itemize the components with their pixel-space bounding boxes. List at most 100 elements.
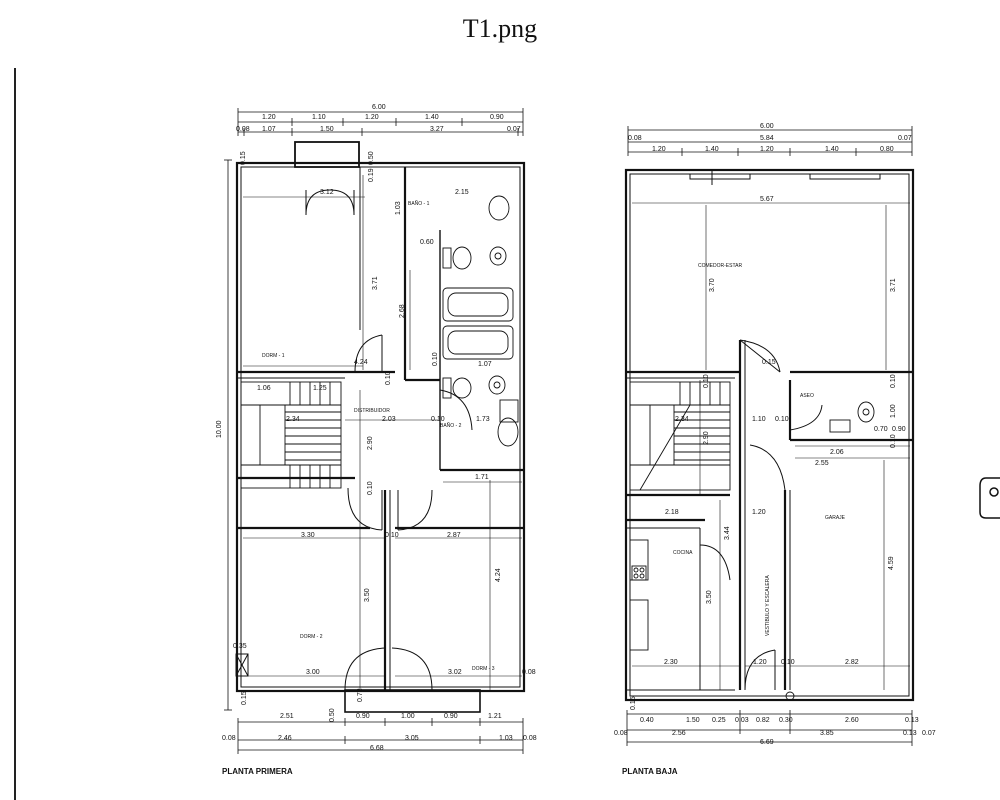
dim-text: 3.50 [364, 588, 371, 602]
baja-staircase [629, 381, 731, 491]
dim-text: 0.13 [905, 717, 919, 724]
room-label-comedor: COMEDOR-ESTAR [698, 263, 742, 269]
dim-text: 0.10 [432, 352, 439, 366]
room-label-cocina: COCINA [673, 550, 693, 556]
dim-text: 0.15 [762, 359, 776, 366]
dim-text: 0.08 [614, 730, 628, 737]
baja-windows [689, 170, 881, 185]
dim-text: 2.60 [845, 717, 859, 724]
dim-text: 2.82 [845, 659, 859, 666]
dim-text: 1.10 [752, 416, 766, 423]
dim-text: 1.25 [313, 385, 327, 392]
dim-text: 0.35 [233, 643, 247, 650]
dim-text: 2.30 [664, 659, 678, 666]
dim-text: 3.27 [430, 126, 444, 133]
dim-text: 0.10 [890, 374, 897, 388]
dim-text: 0.50 [368, 151, 375, 165]
dim-text: 0.90 [490, 114, 504, 121]
dim-text: 1.40 [705, 146, 719, 153]
dim-text: 3.85 [820, 730, 834, 737]
dim-text: 1.20 [752, 509, 766, 516]
dim-text: 2.56 [672, 730, 686, 737]
dim-text: 6.69 [760, 739, 774, 746]
dim-text: 0.60 [420, 239, 434, 246]
dim-text: 0.08 [523, 735, 537, 742]
dim-text: 0.90 [444, 713, 458, 720]
dim-text: 0.80 [880, 146, 894, 153]
baja-bottom-dimension-lines [626, 710, 913, 746]
dim-text: 1.06 [257, 385, 271, 392]
dim-text: 1.73 [476, 416, 490, 423]
primera-bottom-balcony [344, 689, 481, 713]
dim-text: 0.50 [329, 708, 336, 722]
planta-primera: DORM - 1 DORM - 2 DORM - 3 DISTRIBUIDOR … [216, 104, 537, 776]
primera-chimney [235, 653, 249, 677]
dim-text: 1.07 [478, 361, 492, 368]
dim-text: 2.34 [286, 416, 300, 423]
dim-text: 0.07 [898, 135, 912, 142]
dim-text: 0.08 [522, 669, 536, 676]
dim-text: 3.71 [372, 276, 379, 290]
primera-inner-dimension-lines [243, 175, 522, 690]
dim-text: 0.10 [703, 374, 710, 388]
dim-text: 0.90 [892, 426, 906, 433]
dim-text: 2.68 [399, 304, 406, 318]
dim-text: 0.07 [507, 126, 521, 133]
room-label-bano2: BAÑO - 2 [440, 422, 462, 429]
dim-text: 1.20 [753, 659, 767, 666]
dim-text: 3.12 [320, 189, 334, 196]
dim-text: 6.68 [370, 745, 384, 752]
dim-text: 0.10 [775, 416, 789, 423]
baja-inner-dimension-lines [632, 202, 910, 690]
primera-top-dimension-lines [237, 108, 524, 136]
dim-text: 0.40 [640, 717, 654, 724]
dim-text: 1.07 [262, 126, 276, 133]
dim-text: 2.51 [280, 713, 294, 720]
dim-text: 3.70 [709, 278, 716, 292]
room-label-distribuidor: DISTRIBUIDOR [354, 408, 390, 414]
dim-text: 3.30 [301, 532, 315, 539]
dim-text: 2.87 [447, 532, 461, 539]
dim-text: 2.90 [367, 436, 374, 450]
room-label-dorm3: DORM - 3 [472, 666, 495, 672]
dim-text: 2.46 [278, 735, 292, 742]
dim-text: 1.50 [320, 126, 334, 133]
dim-text: 0.15 [240, 151, 247, 165]
baja-fixtures [629, 401, 875, 701]
dim-text: 2.03 [382, 416, 396, 423]
dim-text: 3.71 [890, 278, 897, 292]
dim-text: 0.82 [756, 717, 770, 724]
room-label-vestibulo: VESTIBULO Y ESCALERA [765, 575, 771, 636]
dim-text: 0.15 [630, 696, 637, 710]
dim-text: 0.10 [781, 659, 795, 666]
dim-text: 0.10 [431, 416, 445, 423]
dim-text: 0.10 [890, 434, 897, 448]
dim-text: 1.40 [825, 146, 839, 153]
image-title: T1.png [462, 14, 538, 43]
dim-text: 0.15 [241, 691, 248, 705]
dim-text: 6.00 [760, 123, 774, 130]
dim-text: 2.06 [830, 449, 844, 456]
dim-text: 0.30 [779, 717, 793, 724]
primera-staircase [240, 381, 342, 489]
baja-top-dimension-lines [627, 126, 913, 156]
dim-text: 0.10 [385, 532, 399, 539]
room-label-dorm1: DORM - 1 [262, 353, 285, 359]
dim-text: 2.18 [665, 509, 679, 516]
dim-text: 1.20 [760, 146, 774, 153]
dim-text: 3.00 [306, 669, 320, 676]
dim-text: 0.70 [874, 426, 888, 433]
primera-bathroom-fixtures [442, 195, 519, 447]
planta-baja: COMEDOR-ESTAR ASEO GARAJE COCINA VESTIBU… [614, 123, 936, 776]
dim-text: 0.08 [236, 126, 250, 133]
dim-text: 1.20 [262, 114, 276, 121]
room-label-bano1: BAÑO - 1 [408, 200, 430, 207]
plan-caption-primera: PLANTA PRIMERA [222, 767, 293, 776]
dim-text: 1.03 [499, 735, 513, 742]
dim-text: 1.00 [890, 404, 897, 418]
dim-text: 0.07 [922, 730, 936, 737]
dim-text: 1.03 [395, 201, 402, 215]
primera-doors [305, 189, 473, 691]
dim-text: 0.25 [712, 717, 726, 724]
